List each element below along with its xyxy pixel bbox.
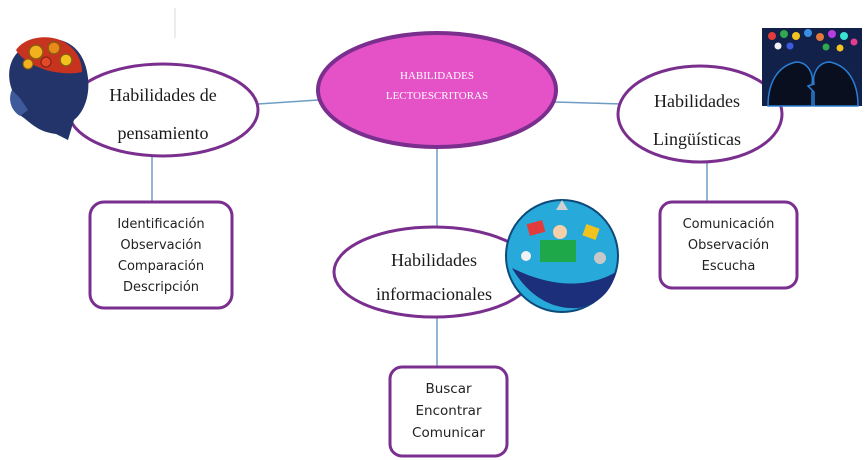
node-informacionales-label: Habilidades informacionales bbox=[344, 243, 524, 311]
informacionales-title-line1: Habilidades bbox=[391, 250, 477, 270]
pensamiento-items: Identificación Observación Comparación D… bbox=[92, 214, 230, 298]
list-item: Encontrar bbox=[415, 403, 482, 419]
connector-central-linguisticas bbox=[554, 101, 623, 105]
linguisticas-items: Comunicación Observación Escucha bbox=[662, 214, 795, 277]
pensamiento-title-line1: Habilidades de bbox=[109, 85, 217, 105]
list-item: Comunicar bbox=[412, 425, 485, 441]
node-linguisticas-label: Habilidades Lingüísticas bbox=[622, 82, 772, 158]
list-item: Observación bbox=[120, 238, 202, 253]
central-node bbox=[316, 31, 558, 149]
node-pensamiento-label: Habilidades de pensamiento bbox=[70, 76, 256, 152]
list-item: Identificación bbox=[117, 217, 205, 232]
linguisticas-title-line1: Habilidades bbox=[654, 91, 740, 111]
information-globe-icon bbox=[505, 199, 619, 313]
list-item: Descripción bbox=[122, 280, 200, 295]
social-media-heads-icon bbox=[762, 28, 862, 107]
central-title-line2: LECTOESCRITORAS bbox=[385, 90, 489, 102]
informacionales-items: Buscar Encontrar Comunicar bbox=[392, 378, 505, 444]
informacionales-title-line2: informacionales bbox=[376, 284, 492, 304]
list-item: Comparación bbox=[117, 259, 205, 274]
central-node-label: HABILIDADES LECTOESCRITORAS bbox=[340, 66, 534, 106]
list-item: Observación bbox=[687, 238, 770, 253]
node-linguisticas bbox=[616, 64, 784, 164]
list-item: Comunicación bbox=[682, 217, 775, 232]
connector-central-pensamiento bbox=[257, 99, 319, 105]
list-item: Escucha bbox=[701, 259, 756, 274]
brain-gears-icon bbox=[9, 37, 89, 141]
linguisticas-title-line2: Lingüísticas bbox=[653, 129, 741, 149]
box-informacionales bbox=[388, 365, 509, 458]
pensamiento-title-line2: pensamiento bbox=[117, 123, 209, 143]
box-linguisticas bbox=[658, 200, 799, 290]
list-item: Buscar bbox=[425, 381, 472, 397]
central-title-line1: HABILIDADES bbox=[400, 70, 474, 82]
box-pensamiento bbox=[88, 200, 234, 310]
